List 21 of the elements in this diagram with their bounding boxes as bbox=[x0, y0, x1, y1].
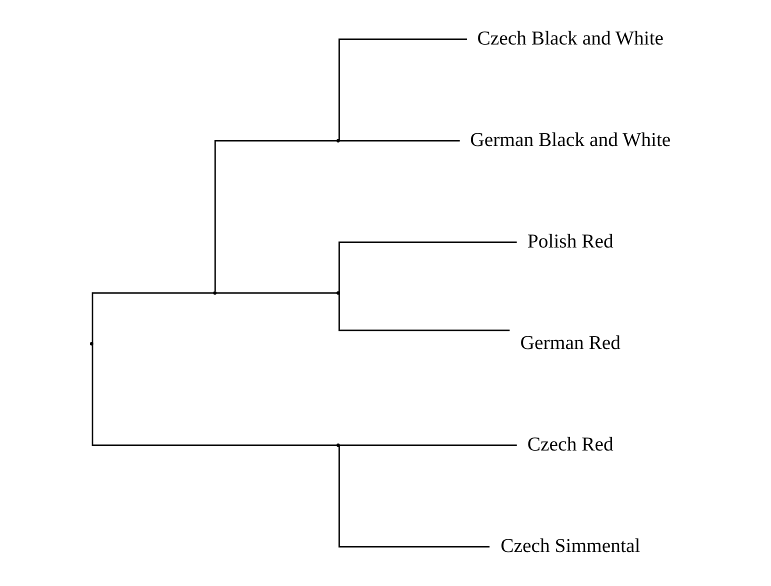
connector bbox=[92, 292, 214, 344]
node-point bbox=[336, 139, 340, 142]
connector bbox=[339, 444, 517, 446]
node-text: Czech Simmental bbox=[500, 534, 640, 557]
node-point bbox=[336, 444, 340, 447]
node-point bbox=[90, 342, 94, 346]
connector bbox=[338, 293, 510, 332]
node-text: Polish Red bbox=[527, 230, 614, 252]
node-point bbox=[336, 291, 340, 295]
connector bbox=[92, 344, 338, 446]
connector bbox=[214, 140, 337, 292]
node-text: German Black and White bbox=[470, 128, 671, 151]
connector bbox=[338, 38, 467, 141]
node-text: Czech Red bbox=[527, 433, 614, 456]
connector bbox=[338, 445, 490, 548]
node-point bbox=[213, 291, 217, 295]
connector bbox=[216, 292, 337, 294]
node-text: Czech Black and White bbox=[477, 27, 664, 50]
connector bbox=[338, 242, 517, 293]
node-text: German Red bbox=[520, 332, 621, 354]
connector bbox=[339, 140, 460, 142]
